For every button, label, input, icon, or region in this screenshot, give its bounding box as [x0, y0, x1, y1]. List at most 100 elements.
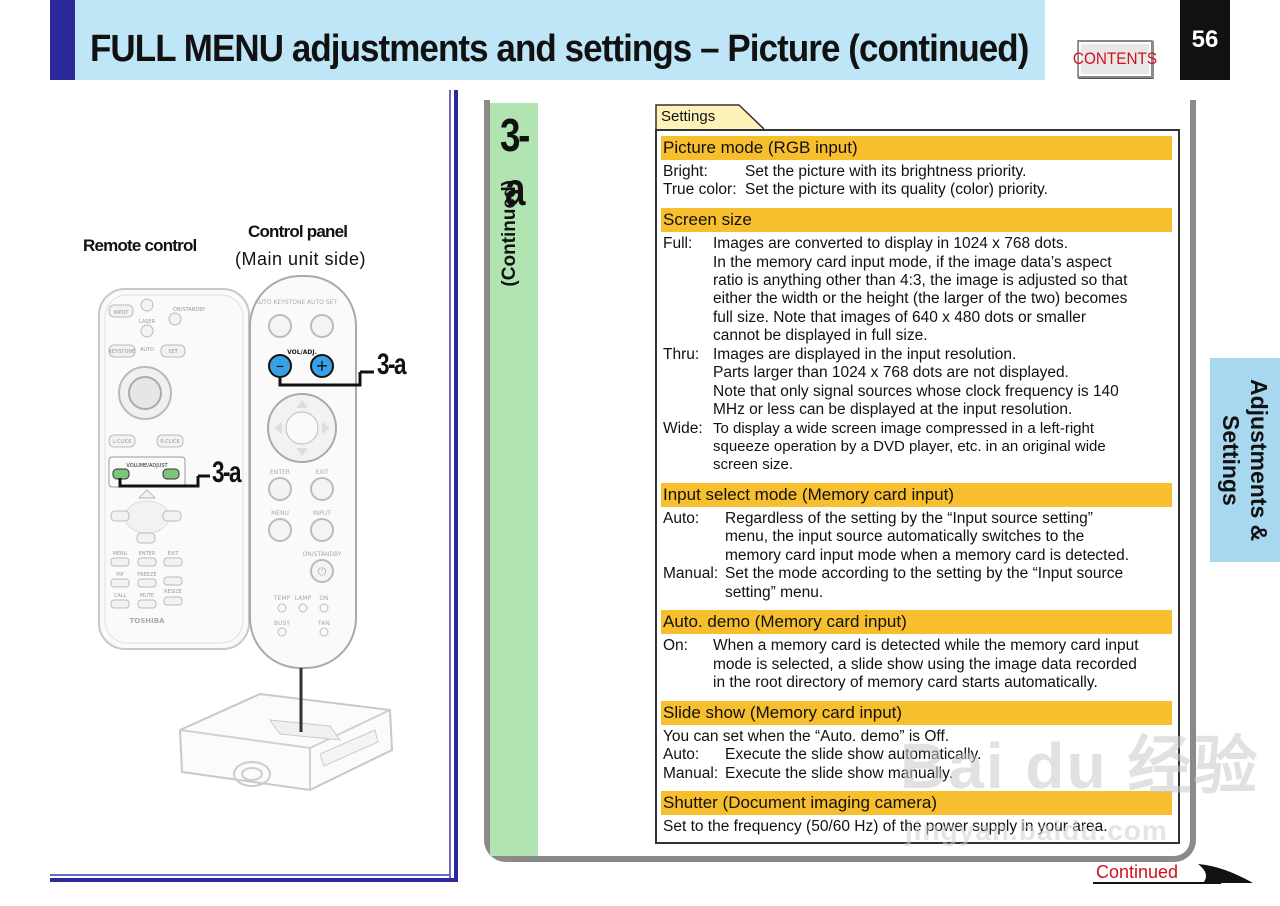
panel-fan-label: FAN [318, 620, 330, 627]
panel-enter-label: ENTER [270, 469, 290, 476]
panel-on-label: ON [319, 595, 328, 602]
left-frame-line-bold [454, 90, 458, 882]
main-unit-side-label: (Main unit side) [235, 249, 367, 269]
side-tab-adjustments-settings[interactable]: Adjustments & Settings [1210, 358, 1280, 562]
desc-wide-line: squeeze operation by a DVD player, etc. … [713, 438, 1106, 455]
remote-btn-label: ON/STANDBY [173, 307, 206, 313]
svg-text:⏻: ⏻ [318, 565, 327, 578]
term-slide-manual: Manual: [663, 765, 719, 782]
panel-input-label: INPUT [313, 510, 331, 517]
remote-btn-label: CALL [114, 593, 127, 599]
term-auto: Auto: [663, 510, 700, 527]
desc-full-line: ratio is anything other than 4:3, the im… [713, 272, 1128, 289]
settings-tab-shape [655, 104, 765, 130]
remote-brand-logo: TOSHIBA [130, 617, 166, 625]
projector-illustration [178, 692, 394, 792]
svg-text:–: – [276, 356, 284, 375]
remote-volume-adjust-label: VOLUME/ADJUST [126, 463, 168, 469]
panel-busy-label: BUSY [274, 620, 290, 627]
desc-thru-line: MHz or less can be displayed at the inpu… [713, 401, 1073, 418]
remote-btn-label: MENU [113, 551, 128, 557]
side-tab-label: Adjustments & Settings [1218, 378, 1272, 542]
desc-auto-line: Regardless of the setting by the “Input … [725, 510, 1093, 527]
contents-button[interactable]: CONTENTS [1073, 40, 1157, 78]
desc-on-line: mode is selected, a slide show using the… [713, 656, 1137, 673]
callout-3a-remote: 3-a [212, 456, 242, 489]
panel-lamp-label: LAMP [295, 595, 312, 602]
desc-thru-line: Parts larger than 1024 x 768 dots are no… [713, 364, 1069, 381]
remote-btn-label: SET [168, 349, 178, 355]
term-manual: Manual: [663, 565, 719, 582]
remote-btn-label: FREEZE [137, 572, 156, 578]
step-strip [490, 103, 538, 856]
term-on: On: [663, 637, 688, 654]
settings-panel-frame [484, 100, 1196, 862]
panel-on-standby-label: ON/STANDBY [303, 551, 342, 558]
section-header-auto-demo: Auto. demo (Memory card input) [661, 610, 1172, 634]
watermark-url: jingyan.baidu.com [905, 815, 1168, 846]
desc-true-color: Set the picture with its quality (color)… [745, 181, 1048, 198]
panel-auto-set-label: AUTO SET [307, 299, 337, 306]
panel-auto-keystone-label: AUTO KEYSTONE [255, 299, 306, 306]
step-number: 3-a [500, 109, 530, 215]
remote-btn-label: PIP [116, 572, 124, 578]
desc-full-line: either the width or the height (the larg… [713, 290, 1128, 307]
remote-btn-label: AUTO [140, 347, 154, 353]
section-header-screen-size: Screen size [661, 208, 1172, 232]
callout-3a-panel: 3-a [377, 348, 407, 381]
term-slide-auto: Auto: [663, 746, 700, 763]
desc-auto-line: menu, the input source automatically swi… [725, 528, 1085, 545]
remote-btn-label: EXIT [167, 551, 179, 557]
page-title: FULL MENU adjustments and settings – Pic… [90, 28, 1029, 70]
desc-on-line: in the root directory of memory card sta… [713, 674, 1098, 691]
panel-vol-adj-label: VOL/ADJ. [287, 349, 317, 356]
remote-btn-label: R-CLICK [160, 439, 180, 445]
watermark-logo: Bai du 经验 [900, 730, 1260, 802]
bottom-frame-line [50, 874, 450, 876]
bottom-frame-line-bold [50, 878, 458, 882]
desc-full-line: full size. Note that images of 640 x 480… [713, 309, 1087, 326]
continued-arrow-icon [1093, 864, 1253, 884]
term-true-color: True color: [663, 181, 737, 198]
section-header-shutter: Shutter (Document imaging camera) [661, 791, 1172, 815]
remote-btn-label: KEYSTONE [109, 349, 136, 355]
desc-full-line: cannot be displayed in full size. [713, 327, 928, 344]
desc-thru-line: Note that only signal sources whose cloc… [713, 383, 1119, 400]
term-full: Full: [663, 235, 693, 252]
left-frame-line [449, 90, 451, 880]
remote-btn-label: RESIZE [164, 589, 182, 595]
panel-menu-label: MENU [271, 510, 289, 517]
term-thru: Thru: [663, 346, 700, 363]
header-bar [50, 0, 1045, 80]
desc-bright: Set the picture with its brightness prio… [745, 163, 1027, 180]
section-header-slide-show: Slide show (Memory card input) [661, 701, 1172, 725]
settings-tab: Settings [655, 104, 765, 130]
desc-wide-line: To display a wide screen image compresse… [713, 420, 1095, 437]
panel-temp-label: TEMP [273, 595, 291, 602]
control-panel-label: Control panel [248, 222, 348, 241]
continued-vertical-label: (Continued) [499, 180, 520, 287]
remote-btn-label: LASER [139, 319, 156, 325]
term-bright: Bright: [663, 163, 708, 180]
desc-shutter: Set to the frequency (50/60 Hz) of the p… [663, 818, 1108, 835]
slide-show-intro: You can set when the “Auto. demo” is Off… [663, 728, 950, 745]
desc-auto-line: memory card input mode when a memory car… [725, 547, 1130, 564]
panel-exit-label: EXIT [315, 469, 329, 476]
remote-btn-label: ENTER [139, 551, 156, 557]
desc-on-line: When a memory card is detected while the… [713, 637, 1139, 654]
desc-full-line: Images are converted to display in 1024 … [713, 235, 1068, 252]
desc-wide-line: screen size. [713, 456, 794, 473]
settings-tab-label: Settings [661, 108, 716, 125]
svg-text:+: + [315, 356, 328, 375]
desc-slide-manual: Execute the slide show manually. [725, 765, 954, 782]
remote-btn-label: INPUT [114, 310, 130, 316]
section-header-input-select-mode: Input select mode (Memory card input) [661, 483, 1172, 507]
desc-manual-line: Set the mode according to the setting by… [725, 565, 1124, 582]
section-header-picture-mode: Picture mode (RGB input) [661, 136, 1172, 160]
desc-slide-auto: Execute the slide show automatically. [725, 746, 982, 763]
control-panel-illustration: AUTO KEYSTONE AUTO SET VOL/ADJ. – + ENTE… [249, 275, 357, 669]
page-number: 56 [1180, 0, 1230, 80]
remote-btn-label: MUTE [140, 593, 154, 599]
continued-link[interactable]: Continued [1096, 862, 1179, 882]
desc-full-line: In the memory card input mode, if the im… [713, 254, 1112, 271]
